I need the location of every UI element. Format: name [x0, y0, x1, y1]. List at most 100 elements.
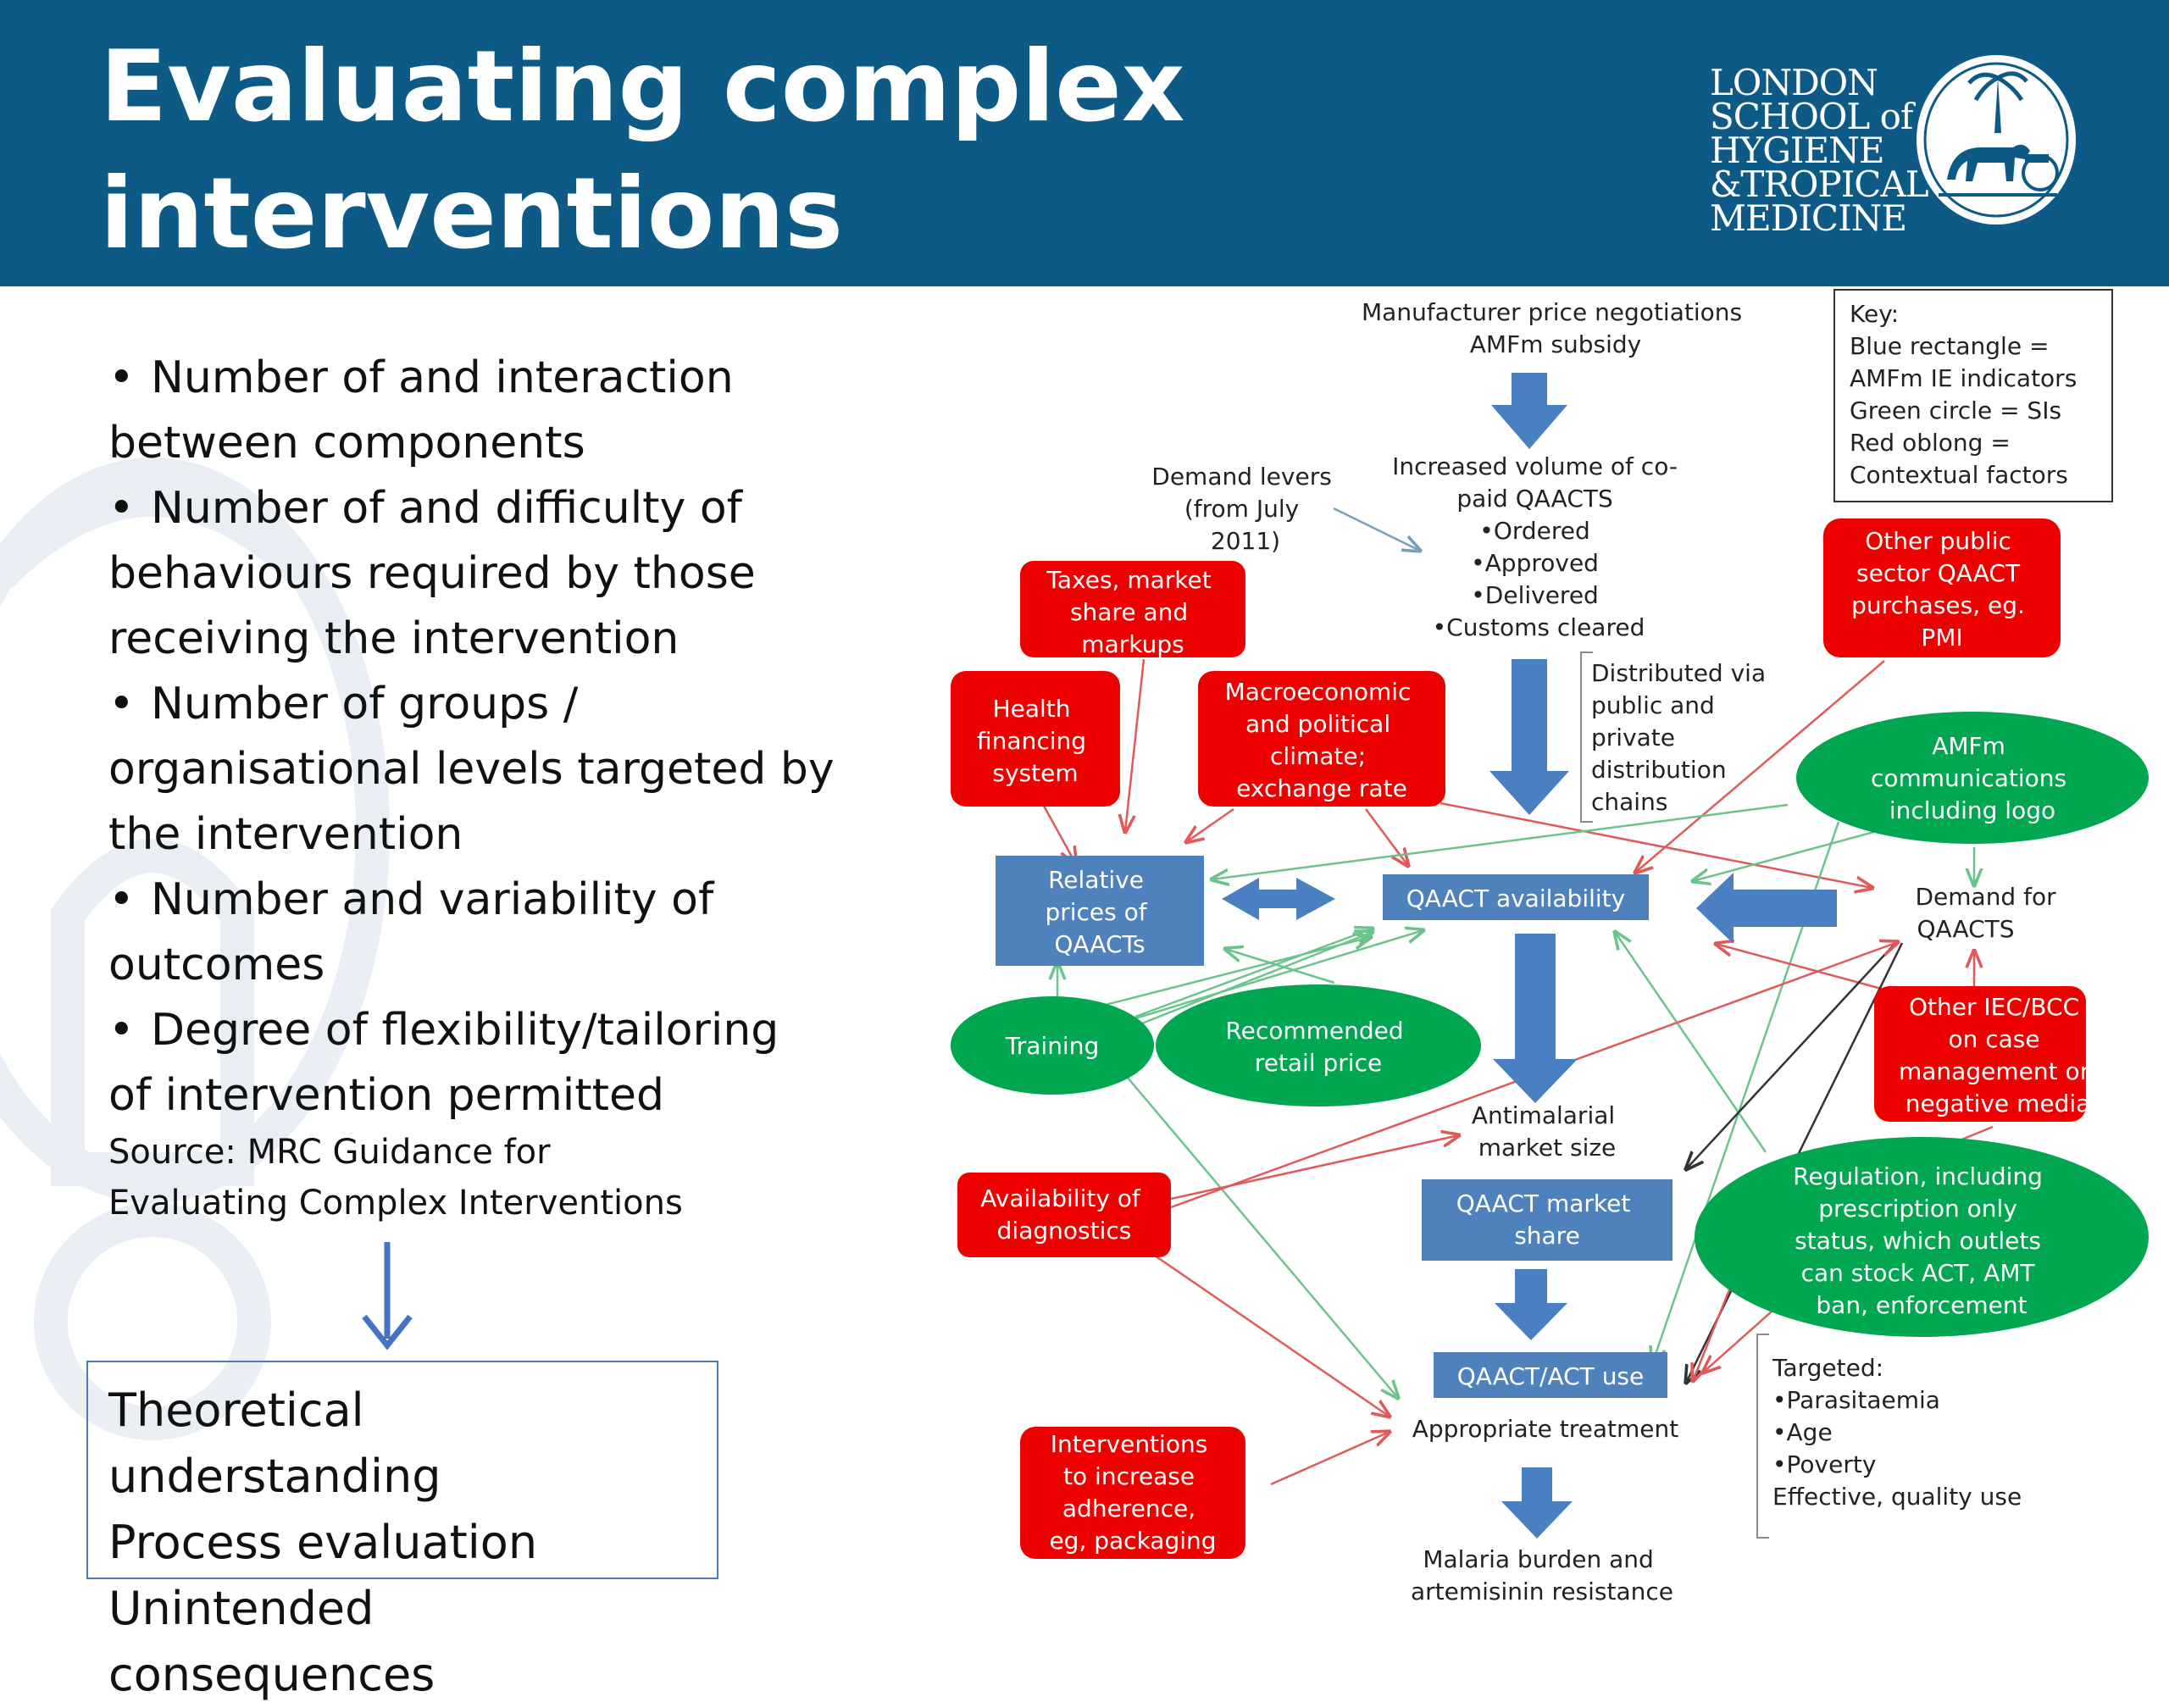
- label-line: markups: [1081, 630, 1184, 658]
- block-arrow-left: [1696, 873, 1837, 944]
- arrow-connector: [1364, 808, 1408, 866]
- label-line: negative media: [1906, 1090, 2091, 1117]
- bullet-text: Number of and interaction: [151, 352, 734, 403]
- label-line: status, which outlets: [1795, 1227, 2041, 1255]
- availability-diagnostics-text: Availability of diagnostics: [980, 1184, 1147, 1245]
- bullet-text: Number of groups /: [151, 679, 579, 729]
- arrow-connector: [1186, 807, 1234, 842]
- label-line: artemisinin resistance: [1411, 1578, 1673, 1605]
- label-line: public and: [1591, 691, 1715, 719]
- label-line: including logo: [1889, 796, 2055, 824]
- bullet-text: behaviours required by those: [108, 548, 756, 599]
- red-context-boxes: [951, 518, 2086, 1559]
- arrow-connector: [1716, 944, 1907, 997]
- macroeconomic-box: [1198, 671, 1445, 807]
- label-line: Targeted:: [1772, 1354, 1883, 1382]
- health-financing-box: [951, 671, 1120, 807]
- blue-box-labels: Relative prices of QAACTs QAACT availabi…: [1045, 866, 1644, 1390]
- label-line: •Delivered: [1471, 581, 1599, 609]
- distributed-label: Distributed via public and private distr…: [1591, 659, 1773, 816]
- red-box-labels: Taxes, market share and markups Health f…: [977, 527, 2097, 1555]
- label-line: QAACT availability: [1406, 884, 1625, 912]
- block-arrow-down: [1491, 373, 1567, 449]
- source-citation: Source: MRC Guidance for Evaluating Comp…: [108, 1127, 871, 1228]
- bullet-text: Number of and difficulty of: [151, 483, 742, 534]
- label-line: Antimalarial: [1472, 1101, 1615, 1129]
- arrow-connector: [1693, 1287, 1732, 1381]
- arrow-connector: [1703, 1304, 1780, 1372]
- bullet-item: •Degree of flexibility/tailoring of inte…: [108, 998, 871, 1128]
- green-intervention-ellipses: [951, 712, 2149, 1337]
- title-line-1: Evaluating complex: [100, 30, 1185, 144]
- recommended-price-ellipse: [1156, 984, 1481, 1106]
- key-border: [1833, 289, 2113, 502]
- arrow-connector: [1225, 949, 1335, 984]
- demand-levers-label: Demand levers (from July 2011): [1151, 463, 1339, 555]
- arrow-connector: [1125, 658, 1146, 832]
- bullet-item: •Number of and interaction between compo…: [108, 346, 871, 476]
- bullet-text: receiving the intervention: [108, 613, 680, 664]
- label-line: Training: [1005, 1032, 1099, 1060]
- bullet-text: the intervention: [108, 809, 463, 860]
- block-arrow-down: [1493, 934, 1578, 1103]
- label-line: prescription only: [1818, 1195, 2017, 1223]
- arrow-connector: [1134, 929, 1373, 1018]
- arrow-connector: [1270, 1432, 1390, 1486]
- label-line: •Poverty: [1772, 1450, 1876, 1478]
- label-line: QAACTs: [1054, 930, 1145, 958]
- bracket: [1756, 1334, 1769, 1539]
- key-line: Blue rectangle =: [1850, 332, 2049, 360]
- logo-line: LONDON: [1710, 62, 1878, 103]
- other-public-text: Other public sector QAACT purchases, eg.…: [1851, 527, 2033, 652]
- source-line: Source: MRC Guidance for: [108, 1133, 551, 1172]
- relative-prices-text: Relative prices of QAACTs: [1045, 866, 1154, 958]
- bullet-text: Number and variability of: [151, 874, 714, 925]
- taxes-box: [1020, 561, 1245, 657]
- label-line: Relative: [1048, 866, 1144, 894]
- label-line: AMFm subsidy: [1470, 330, 1641, 358]
- bullet-item: •Number of and difficulty of behaviours …: [108, 476, 871, 672]
- label-line: Increased volume of co-: [1392, 452, 1678, 480]
- label-line: •Customs cleared: [1433, 613, 1645, 641]
- label-line: Other IEC/BCC: [1909, 993, 2079, 1021]
- other-public-box: [1823, 518, 2061, 657]
- green-ellipse-labels: AMFm communications including logo Train…: [1005, 732, 2066, 1319]
- label-line: Distributed via: [1591, 659, 1766, 687]
- bullet-text: Degree of flexibility/tailoring: [151, 1005, 779, 1056]
- label-line: PMI: [1921, 624, 1962, 652]
- label-line: Other public: [1865, 527, 2011, 555]
- amfm-communications-ellipse: [1796, 712, 2149, 844]
- label-line: management or: [1899, 1057, 2090, 1085]
- arrow-connector: [1635, 660, 1885, 873]
- key-line: Key:: [1850, 300, 1899, 328]
- key-text: Key: Blue rectangle = AMFm IE indicators…: [1850, 300, 2084, 489]
- label-line: retail price: [1255, 1049, 1382, 1077]
- label-line: diagnostics: [997, 1217, 1132, 1245]
- qaact-availability-text: QAACT availability: [1406, 884, 1625, 912]
- manufacturer-label: Manufacturer price negotiations AMFm sub…: [1362, 298, 1750, 358]
- key-line: AMFm IE indicators: [1850, 364, 2077, 392]
- arrow-connector: [1126, 932, 1373, 1031]
- logo-line: HYGIENE: [1710, 130, 1885, 171]
- down-arrow-icon: [362, 1242, 413, 1350]
- label-line: AMFm: [1932, 732, 2005, 760]
- label-line: financing: [977, 727, 1086, 755]
- complexity-bullet-list: •Number of and interaction between compo…: [108, 346, 871, 1128]
- label-line: paid QAACTS: [1456, 485, 1612, 513]
- outcome-line: Process evaluation: [108, 1516, 538, 1569]
- plain-labels: Manufacturer price negotiations AMFm sub…: [1151, 298, 2056, 1605]
- label-line: Interventions: [1051, 1430, 1208, 1458]
- bullet-text: outcomes: [108, 940, 325, 990]
- label-line: Macroeconomic: [1225, 678, 1412, 706]
- label-line: and political: [1245, 710, 1390, 738]
- label-line: Demand for: [1915, 883, 2056, 911]
- title-line-2: interventions: [100, 157, 844, 271]
- malaria-burden-label: Malaria burden and artemisinin resistanc…: [1411, 1545, 1673, 1605]
- label-line: share and: [1070, 598, 1188, 626]
- antimalarial-label: Antimalarial market size: [1472, 1101, 1623, 1162]
- bullet-text: of intervention permitted: [108, 1070, 665, 1121]
- amfm-causal-diagram: Key: Blue rectangle = AMFm IE indicators…: [951, 289, 2149, 1605]
- other-iec-text: Other IEC/BCC on case management or nega…: [1899, 993, 2097, 1117]
- label-line: Availability of: [980, 1184, 1141, 1212]
- label-line: (from July: [1184, 495, 1299, 523]
